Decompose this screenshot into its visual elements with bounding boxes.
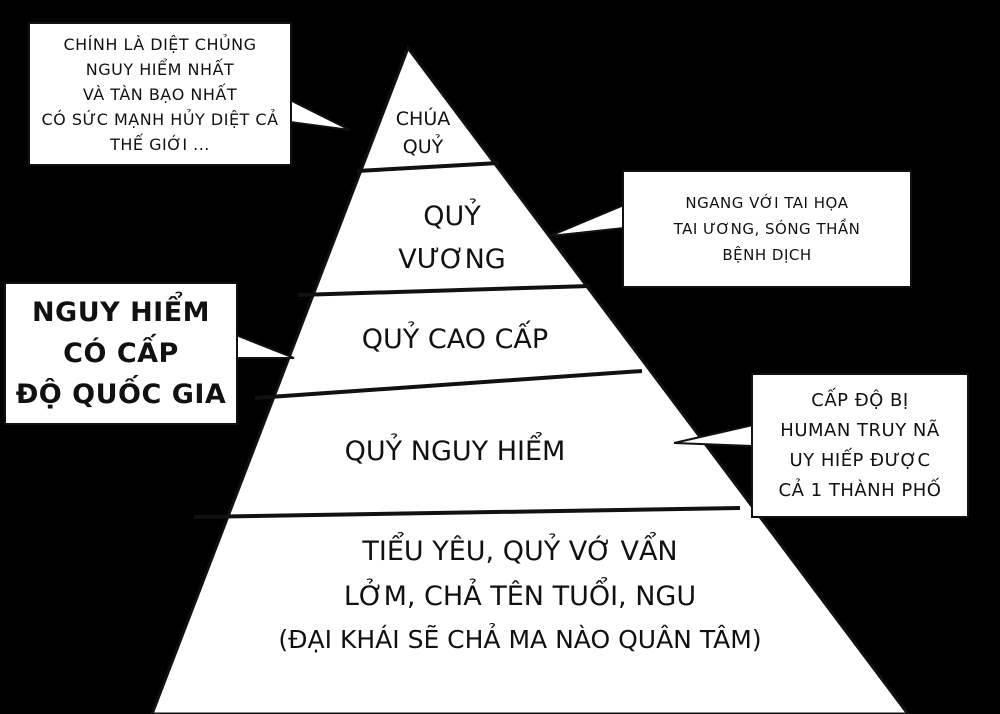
note-right-lower-line: HUMAN TRUY NÃ — [780, 419, 940, 441]
tier-label-2-line-1: QUỶ — [423, 198, 481, 232]
note-top-left-line: CHÍNH LÀ DIỆT CHỦNG — [63, 34, 257, 54]
note-top-left: CHÍNH LÀ DIỆT CHỦNG NGUY HIỂM NHẤT VÀ TÀ… — [28, 22, 292, 166]
note-right-lower: CẤP ĐỘ BỊ HUMAN TRUY NÃ UY HIẾP ĐƯỢC CẢ … — [751, 373, 969, 518]
note-right-upper-line: BỆNH DỊCH — [722, 246, 812, 264]
pyramid-shape — [150, 44, 910, 714]
tier-divider-2 — [297, 284, 591, 297]
tier-label-2-line-2: VƯƠNG — [398, 244, 505, 275]
note-left-mid-line: ĐỘ QUỐC GIA — [15, 379, 227, 410]
note-right-lower-line: CẢ 1 THÀNH PHỐ — [778, 479, 942, 501]
tier-label-5-line-2: LỞM, CHẢ TÊN TUỔI, NGU — [344, 577, 696, 612]
tier-divider-1 — [356, 161, 500, 173]
note-top-left-line: CÓ SỨC MẠNH HỦY DIỆT CẢ — [41, 109, 279, 129]
note-left-mid-line: NGUY HIỂM — [31, 297, 211, 328]
note-right-upper-line: TAI ƯƠNG, SÓNG THẦN — [673, 220, 861, 238]
tier-label-1-line-2: QUỶ — [403, 133, 444, 158]
note-tail-top-left — [289, 98, 351, 131]
note-left-mid: NGUY HIỂM CÓ CẤP ĐỘ QUỐC GIA — [4, 282, 238, 425]
tier-label-4-line-1: QUỶ NGUY HIỂM — [345, 432, 566, 467]
tier-divider-3 — [254, 369, 643, 400]
note-tail-left-mid — [235, 333, 295, 359]
note-right-upper: NGANG VỚI TAI HỌA TAI ƯƠNG, SÓNG THẦN BỆ… — [622, 170, 912, 288]
note-tail-right-upper — [549, 203, 625, 237]
note-right-lower-line: CẤP ĐỘ BỊ — [811, 389, 909, 411]
tier-label-1-line-1: CHÚA — [396, 106, 450, 130]
tier-label-5-line-3: (ĐẠI KHÁI SẼ CHẢ MA NÀO QUÂN TÂM) — [278, 623, 761, 654]
tier-label-5-line-1: TIỂU YÊU, QUỶ VỚ VẨN — [361, 532, 677, 567]
note-left-mid-line: CÓ CẤP — [63, 338, 179, 369]
tier-label-3-line-1: QUỶ CAO CẤP — [362, 320, 548, 355]
note-top-left-line: VÀ TÀN BẠO NHẤT — [82, 84, 238, 104]
note-top-left-line: THẾ GIỚI ... — [110, 134, 210, 154]
note-right-lower-line: UY HIẾP ĐƯỢC — [789, 449, 931, 471]
note-right-upper-line: NGANG VỚI TAI HỌA — [685, 194, 849, 212]
tier-divider-4 — [193, 506, 741, 519]
note-top-left-line: NGUY HIỂM NHẤT — [85, 59, 235, 79]
